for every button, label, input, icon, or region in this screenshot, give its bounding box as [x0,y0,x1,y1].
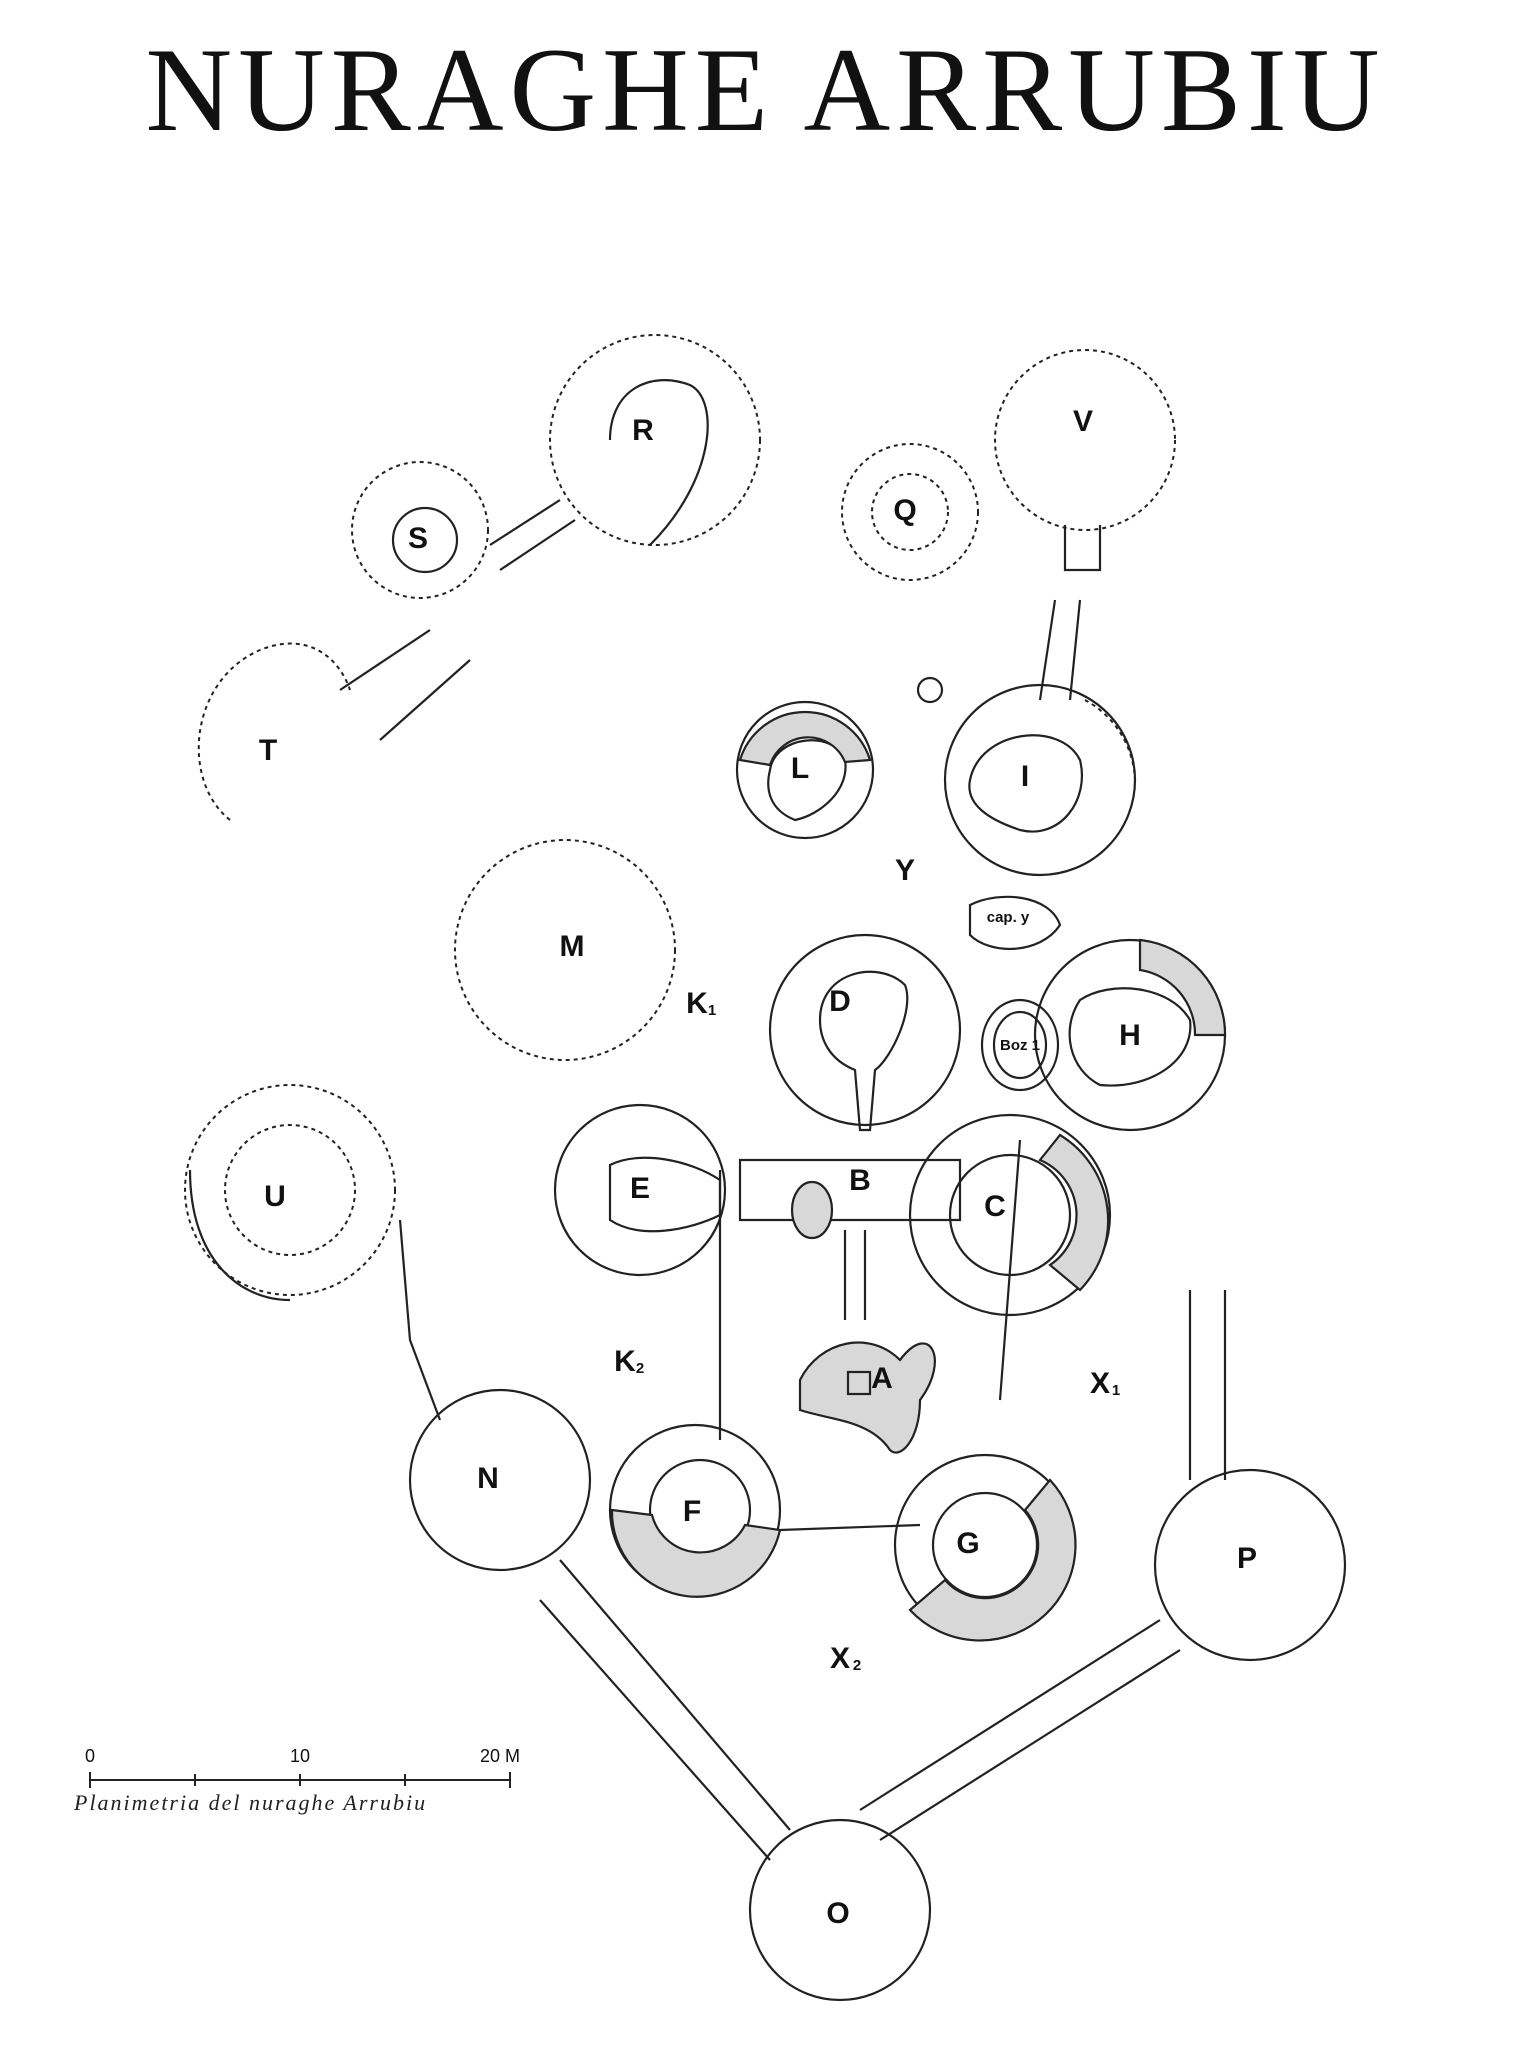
label-d: D [829,985,851,1018]
tower-i-inner [968,734,1083,833]
label-x2: X [830,1642,850,1675]
scale-tick-10: 10 [290,1746,310,1766]
label-g: G [956,1527,979,1560]
tower-d-outer [768,933,962,1127]
corridor-v-i [1038,599,1082,701]
curtain-wall-n-o [539,1559,791,1861]
tower-e-outer [553,1103,727,1277]
curtain-wall-o-p [859,1619,1181,1841]
label-e: E [630,1172,650,1205]
label-x1: X [1090,1367,1110,1400]
tower-s-inner [391,506,459,574]
scale-bar: 0 10 20 M [85,1746,520,1788]
scale-tick-0: 0 [85,1746,95,1766]
label-k2-sub: 2 [636,1360,644,1377]
tower-i-outer [943,683,1137,877]
tower-p-outline [1153,1468,1347,1662]
curtain-wall-p-up [1188,1290,1227,1480]
tower-r-inner [608,379,709,546]
well-cluster [916,676,944,704]
wall-s-r [489,499,576,571]
tower-s-outer [351,461,489,599]
label-i: I [1021,760,1029,793]
label-m: M [560,930,585,963]
label-k1: K [686,987,708,1020]
tower-u-hatched-wall [188,1169,291,1302]
tower-f-hatched-wall [610,1508,782,1598]
wall-t-s [339,629,471,741]
tower-c-outer [908,1113,1112,1317]
label-n: N [477,1462,499,1495]
label-boz-1: Boz 1 [1000,1037,1040,1054]
keep-b-niche [790,1180,834,1240]
tower-v-outer [994,349,1176,531]
label-u: U [264,1180,286,1213]
tower-r-outer [549,334,761,546]
tower-l-outer [735,700,875,840]
tower-l-inner [767,739,847,822]
label-h: H [1119,1019,1141,1052]
tower-h-inner [1068,987,1192,1087]
label-o: O [826,1897,849,1930]
label-p: P [1237,1542,1257,1575]
chamber-a [798,1341,936,1454]
tower-q-inner [871,473,949,551]
label-x2-sub: 2 [853,1657,861,1674]
label-l: L [791,752,809,785]
label-x1-sub: 1 [1112,1382,1120,1399]
tower-c-inner [948,1153,1072,1277]
boz-1-outer [980,998,1060,1092]
label-a: A [871,1362,893,1395]
label-c: C [984,1190,1006,1223]
tower-u-outer [184,1084,396,1296]
label-t: T [259,734,277,767]
tower-i-hatched-wall [1084,699,1136,781]
label-b: B [849,1164,871,1197]
tower-l-hatched-wall [738,710,872,767]
bastion-south-wall [779,1523,921,1532]
tower-q-outer [841,443,979,581]
tower-g-hatched-wall [908,1478,1077,1642]
label-f: F [683,1495,701,1528]
keep-b [738,1158,962,1222]
tower-m-outline [454,839,676,1061]
tower-h-hatched-wall [1138,938,1227,1037]
tower-o-outline [748,1818,932,2002]
tower-c-hatched-wall [1038,1133,1110,1292]
tower-n-outline [408,1388,592,1572]
page-title: NURAGHE ARRUBIU [145,23,1386,156]
tower-u-inner [224,1124,356,1256]
label-s: S [408,522,428,555]
chamber-a-pillar [846,1370,872,1396]
tower-e-inner [608,1156,722,1233]
boz-1-inner [992,1010,1048,1080]
tower-v-entry [1063,525,1102,572]
label-q: Q [893,494,916,527]
label-y: Y [895,854,915,887]
tower-g-inner [931,1491,1039,1599]
wall-u-n [398,1219,442,1421]
label-cap-y: cap. y [987,909,1030,926]
tower-t-outline [197,642,351,821]
label-v: V [1073,405,1093,438]
plan-caption: Planimetria del nuraghe Arrubiu [74,1790,428,1815]
label-k2: K [614,1345,636,1378]
tower-d-inner [818,970,909,1132]
cap-y-outline [968,895,1062,951]
scale-tick-20: 20 M [480,1746,520,1766]
corridor-b-a [843,1230,867,1320]
label-k1-sub: 1 [708,1002,716,1019]
label-r: R [632,414,654,447]
